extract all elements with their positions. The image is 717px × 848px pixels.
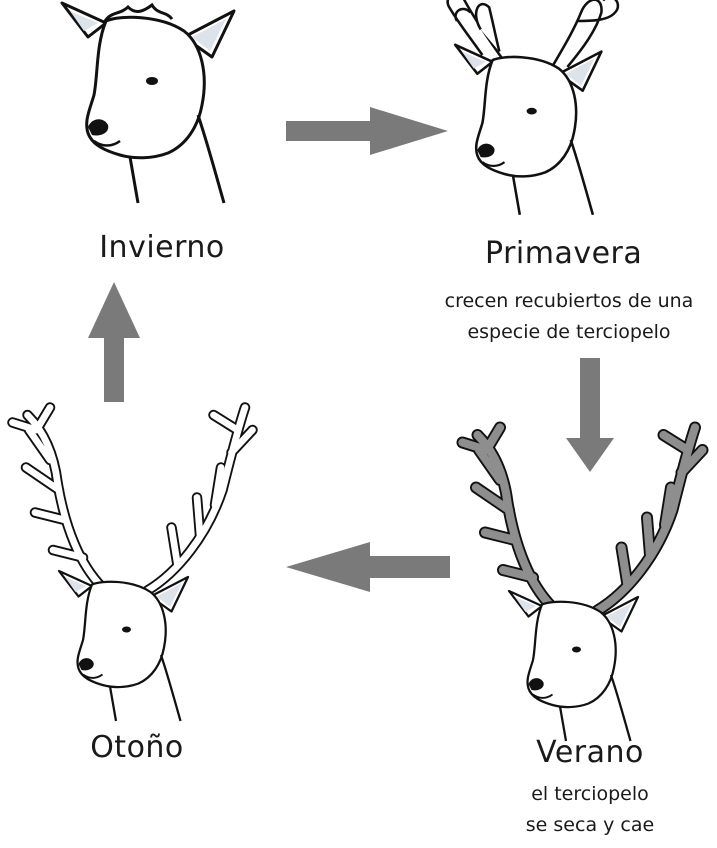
deer-spring-illustration [446, 0, 620, 217]
autumn-label: Otoño [90, 730, 184, 765]
summer-label: Verano [536, 735, 644, 770]
spring-note-line2: especie de terciopelo [467, 321, 671, 343]
arrow-summer-to-autumn [286, 542, 450, 592]
summer-note-line1: el terciopelo [531, 783, 649, 805]
arrow-autumn-to-winter [88, 282, 140, 402]
winter-label: Invierno [99, 230, 225, 265]
spring-note-line1: crecen recubiertos de una [444, 290, 694, 312]
arrow-winter-to-spring [286, 107, 448, 155]
deer-autumn-illustration [13, 408, 253, 723]
deer-winter-illustration [60, 1, 236, 205]
deer-summer-illustration [463, 428, 703, 743]
arrow-spring-to-summer [566, 358, 614, 472]
summer-note-line2: se seca y cae [525, 814, 655, 836]
spring-label: Primavera [485, 236, 643, 271]
